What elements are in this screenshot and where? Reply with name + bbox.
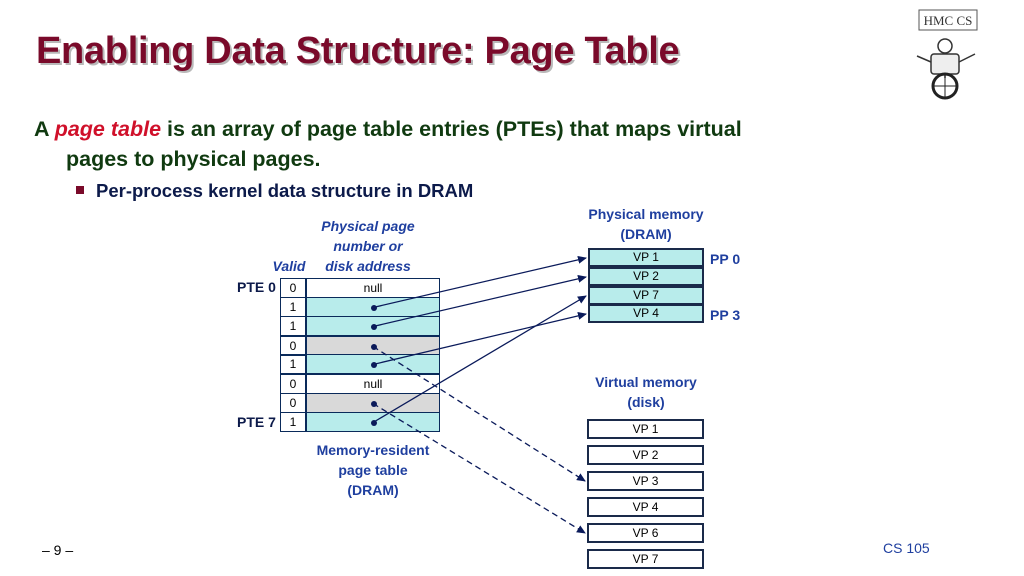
sub-bullet-text: Per-process kernel data structure in DRA… bbox=[96, 180, 474, 201]
disk-mapping-arrow bbox=[372, 402, 586, 534]
pte-valid-bit: 1 bbox=[280, 412, 306, 432]
virtual-memory-title-line: (disk) bbox=[627, 394, 665, 410]
caption-line: Memory-resident bbox=[316, 442, 430, 458]
pte-valid-bit: 0 bbox=[280, 336, 306, 356]
bullet-page-table-definition: A page table is an array of page table e… bbox=[34, 114, 904, 174]
course-label: CS 105 bbox=[883, 540, 930, 556]
physical-memory-title-line: Physical memory bbox=[588, 206, 704, 222]
physical-memory-title: Physical memory (DRAM) bbox=[578, 204, 714, 244]
address-header: Physical page number or disk address bbox=[308, 216, 428, 276]
logo-text: HMC CS bbox=[924, 13, 973, 28]
bullet-prefix: A bbox=[34, 117, 55, 141]
sub-bullet: Per-process kernel data structure in DRA… bbox=[76, 180, 473, 202]
dram-mapping-arrow bbox=[372, 255, 587, 309]
pte-valid-bit: 1 bbox=[280, 354, 306, 374]
valid-header: Valid bbox=[272, 258, 306, 274]
page-title: Enabling Data Structure: Page Table bbox=[36, 30, 680, 72]
disk-page: VP 2 bbox=[587, 445, 704, 465]
pte-valid-bit: 1 bbox=[280, 316, 306, 336]
page-table-caption: Memory-resident page table (DRAM) bbox=[308, 440, 438, 500]
disk-mapping-arrow bbox=[372, 345, 586, 482]
bullet-emphasis: page table bbox=[54, 117, 162, 141]
square-bullet-icon bbox=[76, 186, 84, 195]
physical-page: VP 1 bbox=[588, 248, 704, 267]
address-header-line: Physical page bbox=[321, 218, 415, 234]
dram-mapping-arrow bbox=[372, 274, 587, 328]
physical-page: VP 4 bbox=[588, 304, 704, 323]
disk-page: VP 6 bbox=[587, 523, 704, 543]
virtual-memory-title-line: Virtual memory bbox=[595, 374, 697, 390]
page-number: – 9 – bbox=[42, 542, 74, 558]
disk-page: VP 1 bbox=[587, 419, 704, 439]
dram-mapping-arrow bbox=[372, 311, 587, 366]
physical-memory-title-line: (DRAM) bbox=[620, 226, 672, 242]
pte-first-label: PTE 0 bbox=[237, 279, 276, 295]
caption-line: (DRAM) bbox=[347, 482, 399, 498]
hmc-cs-logo: HMC CS bbox=[905, 6, 989, 107]
pp-last-label: PP 3 bbox=[710, 307, 741, 323]
physical-page: VP 2 bbox=[588, 267, 704, 286]
disk-page: VP 4 bbox=[587, 497, 704, 517]
bullet-line2: pages to physical pages. bbox=[66, 147, 321, 171]
address-header-line: number or bbox=[333, 238, 403, 254]
disk-page: VP 3 bbox=[587, 471, 704, 491]
pp-first-label: PP 0 bbox=[710, 251, 741, 267]
dram-mapping-arrow bbox=[372, 295, 587, 424]
caption-line: page table bbox=[338, 462, 408, 478]
pte-last-label: PTE 7 bbox=[237, 414, 276, 430]
virtual-memory-title: Virtual memory (disk) bbox=[578, 372, 714, 412]
bullet-rest: is an array of page table entries (PTEs)… bbox=[161, 117, 742, 141]
address-header-line: disk address bbox=[325, 258, 411, 274]
disk-page: VP 7 bbox=[587, 549, 704, 569]
